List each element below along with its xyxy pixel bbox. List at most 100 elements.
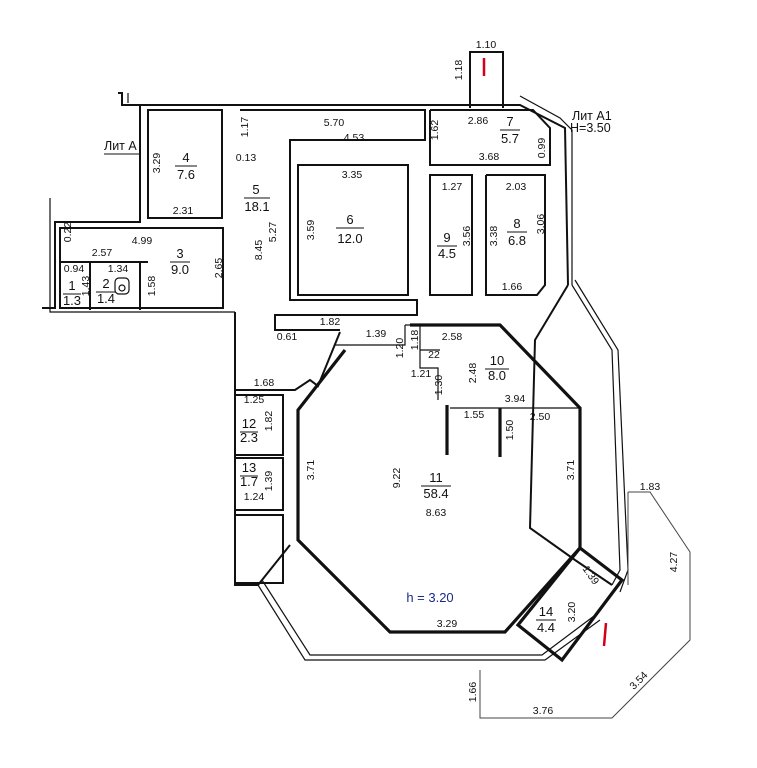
dim: 1.27 [442, 181, 463, 193]
dim: 3.54 [627, 669, 650, 692]
dim: 4.27 [668, 552, 680, 573]
dim: 8.45 [253, 240, 265, 261]
dim: 1.20 [394, 338, 406, 359]
room-13-area: 1.7 [240, 474, 258, 489]
room-11-area: 58.4 [423, 486, 448, 501]
room-6-number: 6 [346, 212, 353, 227]
dim: 1.58 [146, 276, 158, 297]
dim: 1.82 [263, 411, 275, 432]
room-1-area: 1.3 [63, 293, 81, 308]
main-hall-walls [296, 323, 582, 634]
dim: 1.17 [239, 117, 251, 138]
room-2-area: 1.4 [97, 291, 115, 306]
interior-walls [59, 109, 551, 584]
dim: 8.63 [426, 507, 447, 519]
hall-height-label: h = 3.20 [406, 590, 453, 605]
room-3-area: 9.0 [171, 262, 189, 277]
dim: 1.43 [80, 276, 92, 297]
lit-a1-label: Лит А1 [572, 109, 612, 123]
room-1-number: 1 [68, 278, 75, 293]
dim: 1.10 [476, 39, 497, 51]
dim: 1.39 [263, 471, 275, 492]
dim: 1.34 [108, 263, 129, 275]
room-3-number: 3 [176, 246, 183, 261]
dim: 1.30 [433, 375, 445, 396]
dim: 1.83 [640, 481, 661, 493]
dim: 3.06 [535, 214, 547, 235]
room-14-area: 4.4 [537, 620, 555, 635]
dim: 1.18 [409, 330, 421, 351]
dim: 3.56 [461, 226, 473, 247]
dim: 1.25 [244, 394, 265, 406]
dim: 0.22 [62, 222, 74, 243]
room-5-number: 5 [252, 182, 259, 197]
dim: 1.39 [580, 563, 602, 587]
room-12-number: 12 [242, 416, 256, 431]
dim: 3.29 [151, 153, 163, 174]
dim: 1.66 [502, 281, 523, 293]
dimension-lines [479, 491, 691, 719]
dim: 0.94 [64, 263, 85, 275]
room-7-area: 5.7 [501, 131, 519, 146]
dim: 1.18 [453, 60, 465, 81]
dim: 3.59 [305, 220, 317, 241]
dim: 2.58 [442, 331, 463, 343]
dim: 0.99 [536, 138, 548, 159]
dim: 1.39 [366, 328, 387, 340]
dim: 1.82 [320, 316, 341, 328]
room-7-number: 7 [506, 114, 513, 129]
dim: 0.13 [236, 152, 257, 164]
dim: 3.29 [437, 618, 458, 630]
dim: 3.71 [305, 460, 317, 481]
dim: 9.22 [391, 468, 403, 489]
room-8-area: 6.8 [508, 233, 526, 248]
room-labels: 4 7.6 5 18.1 6 12.0 7 5.7 8 6.8 9 4.5 3 … [63, 114, 556, 635]
room-9-area: 4.5 [438, 246, 456, 261]
section-labels: Лит А Лит А1 Н=3.50 h = 3.20 [104, 109, 612, 605]
dim: 1.66 [467, 682, 479, 703]
dim: 3.20 [566, 602, 578, 623]
room-12-area: 2.3 [240, 430, 258, 445]
room-4-area: 7.6 [177, 167, 195, 182]
dim: 0.61 [277, 331, 298, 343]
room-14-number: 14 [539, 604, 553, 619]
dim: 4.53 [344, 132, 365, 144]
marker-bottom [602, 622, 608, 647]
dim: 2.86 [468, 115, 489, 127]
dim: 1.62 [429, 120, 441, 141]
vestibule-top [469, 51, 504, 108]
lit-a1-height: Н=3.50 [570, 121, 611, 135]
dim: 3.71 [565, 460, 577, 481]
dim: 3.68 [479, 151, 500, 163]
dim: 1.68 [254, 377, 275, 389]
dim: 1.55 [464, 409, 485, 421]
dim: 2.03 [506, 181, 527, 193]
room-10-number: 10 [490, 353, 504, 368]
dim: 2.57 [92, 247, 113, 259]
room-8-number: 8 [513, 216, 520, 231]
dim: 3.94 [505, 393, 526, 405]
room-6-area: 12.0 [337, 231, 362, 246]
room-5-area: 18.1 [244, 199, 269, 214]
lit-a-label: Лит А [104, 139, 137, 153]
room-4-number: 4 [182, 150, 189, 165]
dim: 5.27 [267, 222, 279, 243]
dim: 2.65 [213, 258, 225, 279]
dim: 1.24 [244, 491, 265, 503]
room-2-number: 2 [102, 276, 109, 291]
dim: 1.50 [504, 420, 516, 441]
dim: 2.31 [173, 205, 194, 217]
dim: 5.70 [324, 117, 345, 129]
dim: 1.21 [411, 368, 432, 380]
dim: 3.38 [488, 226, 500, 247]
dim: 22 [428, 349, 440, 361]
room-13-number: 13 [242, 460, 256, 475]
dim: 4.99 [132, 235, 153, 247]
room-9-number: 9 [443, 230, 450, 245]
dim: 3.35 [342, 169, 363, 181]
dim: 2.50 [530, 411, 551, 423]
dim: 3.76 [533, 705, 554, 717]
room-14-walls [515, 545, 625, 663]
room-10-area: 8.0 [488, 368, 506, 383]
